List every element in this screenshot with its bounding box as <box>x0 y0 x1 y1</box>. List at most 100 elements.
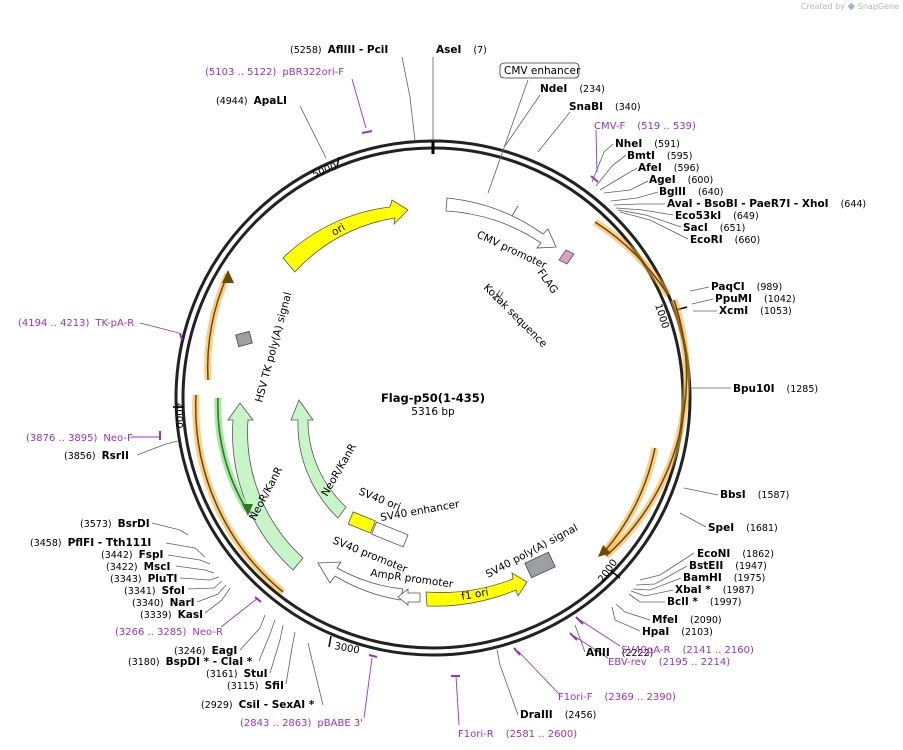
flag-label: FLAG <box>535 267 560 296</box>
plasmid-length: 5316 bp <box>411 406 455 418</box>
snapgene-logo-icon: ◆ <box>847 1 856 12</box>
flag-feature[interactable] <box>558 249 575 265</box>
enzyme-name: Eco53kI <box>675 210 721 222</box>
svg-text:(2929)CsiI - SexAI *: (2929)CsiI - SexAI * <box>201 699 315 711</box>
tick-label-1000: 1000 <box>652 303 670 331</box>
enzyme-pos: (3180) <box>128 657 160 668</box>
enzyme-pos: (591) <box>654 139 680 150</box>
enzyme-name: MscI <box>144 561 171 573</box>
ori-feature[interactable] <box>282 199 409 273</box>
orf-arc-right-line <box>605 299 688 557</box>
svg-text:BamHI(1975): BamHI (1975) <box>683 572 765 584</box>
enzyme-name: SnaBI <box>569 101 603 113</box>
enzyme-pos: (340) <box>615 102 641 113</box>
hsv-tk-label: HSV TK poly(A) signal <box>253 291 294 404</box>
enzyme-name: NdeI <box>540 83 567 95</box>
svg-text:F1ori-R(2581 .. 2600): F1ori-R(2581 .. 2600) <box>458 729 577 740</box>
enzyme-name: EagI <box>212 645 238 657</box>
enzyme-pos: (1987) <box>723 585 755 596</box>
tick-label-3000: 3000 <box>333 641 360 656</box>
enzyme-name: CsiI - SexAI * <box>239 699 315 711</box>
enzyme-pos: (3340) <box>132 598 164 609</box>
sv40-enhancer-feature[interactable] <box>371 521 409 548</box>
svg-text:(3180)BspDI * - ClaI *: (3180) BspDI * - ClaI * <box>128 656 253 668</box>
svg-text:(5258)AflIII - PciI: (5258)AflIII - PciI <box>290 44 388 56</box>
enzyme-pos: (2222) <box>622 648 654 659</box>
primer-range: (2581 .. 2600) <box>506 729 578 740</box>
enzyme-pos: (3161) <box>206 669 238 680</box>
cmv-enhancer-label[interactable]: CMV enhancer <box>504 65 581 77</box>
enzyme-pos: (651) <box>720 223 746 234</box>
svg-text:(3442)FspI: (3442)FspI <box>101 549 163 561</box>
kozak-mark-1 <box>493 289 501 301</box>
tick-2000 <box>610 570 621 579</box>
enzyme-name: BsrDI <box>118 518 150 530</box>
svg-text:(3341)SfoI: (3341)SfoI <box>124 585 185 597</box>
enzyme-pos: (3573) <box>80 519 112 530</box>
svg-text:Bpu10I(1285): Bpu10I(1285) <box>733 383 818 395</box>
enzyme-name: BspDI * - ClaI * <box>166 656 253 668</box>
svg-text:Eco53kI(649): Eco53kI(649) <box>675 210 759 222</box>
primer-name: F1ori-F <box>558 692 593 703</box>
enzyme-name: BstEII <box>689 560 723 572</box>
enzyme-name: PflFI - Tth111I <box>68 537 152 549</box>
svg-text:(3343)PluTI: (3343)PluTI <box>110 573 177 585</box>
enzyme-pos: (644) <box>841 199 867 210</box>
kozak-label: Kozak sequence <box>481 282 549 350</box>
svg-text:BglII(640): BglII(640) <box>659 186 723 198</box>
svg-text:SpeI(1681): SpeI(1681) <box>708 522 778 534</box>
created-by-text: Created by <box>800 2 845 11</box>
enzyme-pos: (1042) <box>764 294 796 305</box>
svg-text:XbaI *(1987): XbaI *(1987) <box>675 584 754 596</box>
svg-text:(2843 .. 2863)pBABE 3': (2843 .. 2863)pBABE 3' <box>240 718 363 729</box>
svg-text:(5103 .. 5122)pBR322ori-F: (5103 .. 5122)pBR322ori-F <box>205 67 344 78</box>
enzyme-pos: (1975) <box>734 573 766 584</box>
enzyme-name: KasI <box>178 609 203 621</box>
enzyme-pos: (3246) <box>174 646 206 657</box>
f1-ori-label: f1 ori <box>460 586 489 603</box>
svg-text:(4944)ApaLI: (4944)ApaLI <box>216 95 287 107</box>
enzyme-name: XcmI <box>719 305 748 317</box>
neor-kanr-outer-feature[interactable] <box>227 402 304 571</box>
cmv-promoter-divider <box>511 205 519 217</box>
enzyme-name: PluTI <box>148 573 178 585</box>
enzyme-pos: (1862) <box>742 549 774 560</box>
hsv-tk-polya-feature[interactable] <box>235 330 253 348</box>
enzyme-name: BamHI <box>683 572 722 584</box>
ampr-promoter-feature[interactable] <box>397 588 421 606</box>
enzyme-leaders <box>136 56 731 716</box>
neor-kanr-inner-feature[interactable] <box>290 399 347 519</box>
primer-labels: (5103 .. 5122)pBR322ori-F CMV-F(519 .. 5… <box>18 67 754 740</box>
svg-text:(3856)RsrII: (3856)RsrII <box>64 450 129 462</box>
tick-label-5000: 5000 <box>311 161 339 181</box>
svg-text:BmtI(595): BmtI(595) <box>627 150 692 162</box>
enzyme-name: BclI * <box>667 596 698 608</box>
enzyme-pos: (2103) <box>681 627 713 638</box>
primer-name: CMV-F <box>594 121 625 132</box>
svg-text:EBV-rev(2195 .. 2214): EBV-rev(2195 .. 2214) <box>608 657 730 668</box>
enzyme-pos: (2090) <box>690 615 722 626</box>
enzyme-pos: (3458) <box>30 538 62 549</box>
f1-ori-feature[interactable] <box>425 572 528 607</box>
sv40-polya-feature[interactable] <box>524 551 556 579</box>
enzyme-pos: (7) <box>473 45 486 56</box>
primer-range: (2369 .. 2390) <box>604 692 676 703</box>
sv40-ori-feature[interactable] <box>347 511 376 534</box>
svg-text:SV40pA-R(2141 .. 2160): SV40pA-R(2141 .. 2160) <box>621 645 754 656</box>
svg-text:AseI(7): AseI(7) <box>436 44 487 56</box>
svg-text:(3876 .. 3895)Neo-F: (3876 .. 3895)Neo-F <box>26 433 133 444</box>
primer-name: EBV-rev <box>608 657 647 668</box>
svg-text:(3115)SfiI: (3115)SfiI <box>227 680 284 692</box>
svg-text:PaqCI(989): PaqCI(989) <box>711 281 782 293</box>
cmv-promoter-feature[interactable] <box>445 197 557 249</box>
orf-arc-right-inner-line <box>603 447 656 553</box>
enzyme-labels: (5258)AflIII - PciI AseI(7) (4944)ApaLI … <box>30 44 866 721</box>
enzyme-name: NarI <box>170 597 195 609</box>
enzyme-name: SfoI <box>162 585 185 597</box>
enzyme-name: PaqCI <box>711 281 745 293</box>
enzyme-name: BmtI <box>627 150 655 162</box>
sv40-promoter-feature[interactable] <box>317 561 404 601</box>
svg-text:(4194 .. 4213)TK-pA-R: (4194 .. 4213)TK-pA-R <box>18 318 134 329</box>
enzyme-pos: (1947) <box>735 561 767 572</box>
